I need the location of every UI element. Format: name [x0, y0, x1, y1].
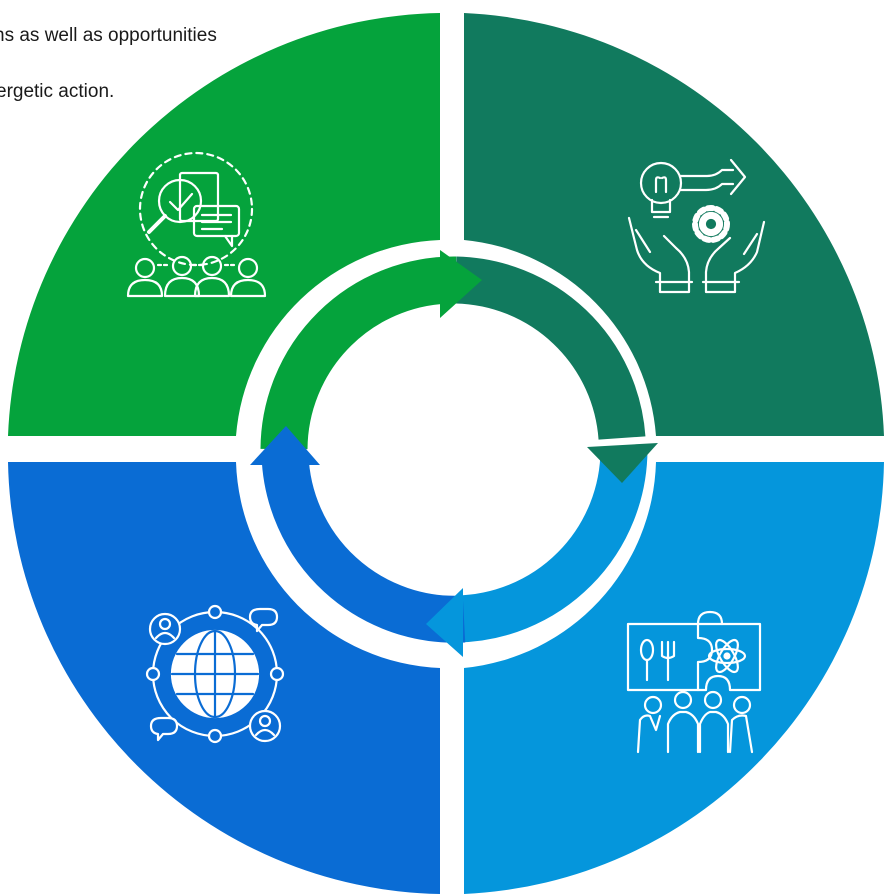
cycle-arrowhead-green	[440, 250, 482, 318]
cycle-arrowhead-lightblue	[426, 588, 463, 657]
cycle-arrowhead-teal	[587, 443, 658, 483]
inner-cycle	[250, 250, 658, 657]
cycle-arc-green	[260, 256, 457, 450]
research-community-icon	[126, 151, 267, 298]
cycle-arc-teal	[455, 256, 646, 441]
quadrant-top-right	[464, 13, 884, 436]
intro-text-line-2: ergetic action.	[0, 81, 115, 102]
cycle-arrowhead-blue	[250, 426, 320, 465]
collaborative-puzzle-icon	[626, 610, 762, 754]
quadrant-top-left	[8, 13, 440, 436]
cycle-arc-lightblue	[455, 449, 648, 643]
innovation-hands-icon	[627, 158, 766, 294]
cycle-arc-blue	[261, 453, 466, 643]
quadrant-bottom-right	[464, 462, 884, 894]
intro-text-line-1: ns as well as opportunities	[0, 25, 217, 46]
outer-ring	[8, 13, 884, 894]
global-network-icon	[145, 604, 285, 744]
intro-text: ns as well as opportunities ergetic acti…	[0, 0, 300, 134]
